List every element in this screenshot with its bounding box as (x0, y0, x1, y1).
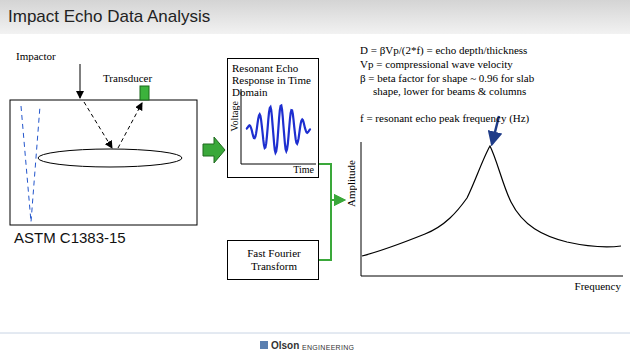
transducer (140, 86, 149, 100)
echo-path (118, 103, 142, 148)
formula-note: f = resonant echo peak frequency (Hz) (360, 112, 529, 125)
footer-logo: Olson (271, 339, 299, 352)
slide-title: Impact Echo Data Analysis (8, 7, 210, 27)
footer-logo: ENGINEERING (302, 341, 354, 354)
impact-arrow (80, 64, 81, 98)
spectrum-plot (345, 138, 625, 293)
concrete-block (10, 100, 197, 225)
flow-connector (319, 200, 344, 260)
axis-label: Frequency (575, 280, 621, 292)
fft-box: Fast Fourier Transform (227, 240, 319, 280)
formula: D = βVp/(2*f) = echo depth/thickness (360, 44, 527, 57)
flaw (38, 149, 182, 167)
formula-note: Vp = compressional wave velocity (360, 58, 513, 71)
standard-label: ASTM C1383-15 (14, 229, 126, 247)
box-label: Fast Fourier Transform (232, 247, 316, 273)
formula-note: β = beta factor for shape ~ 0.96 for sla… (360, 72, 563, 98)
box-label: Resonant Echo Response in Time Domain (232, 62, 316, 98)
logo-mark (260, 341, 268, 349)
axis-label: Time (293, 164, 314, 175)
process-arrow (203, 137, 225, 163)
part-label: Transducer (103, 72, 152, 85)
footer-line (0, 333, 630, 334)
spectrum-box: AmplitudeFrequency (345, 138, 625, 294)
time-domain-box: Resonant Echo Response in Time DomainVol… (227, 58, 319, 178)
flow-connector (319, 164, 344, 200)
part-label: Impactor (16, 50, 56, 63)
echo-path (84, 102, 112, 148)
wave-lines (21, 106, 40, 222)
axis-label: Voltage (229, 101, 240, 131)
axis-label: Amplitude (345, 160, 357, 207)
